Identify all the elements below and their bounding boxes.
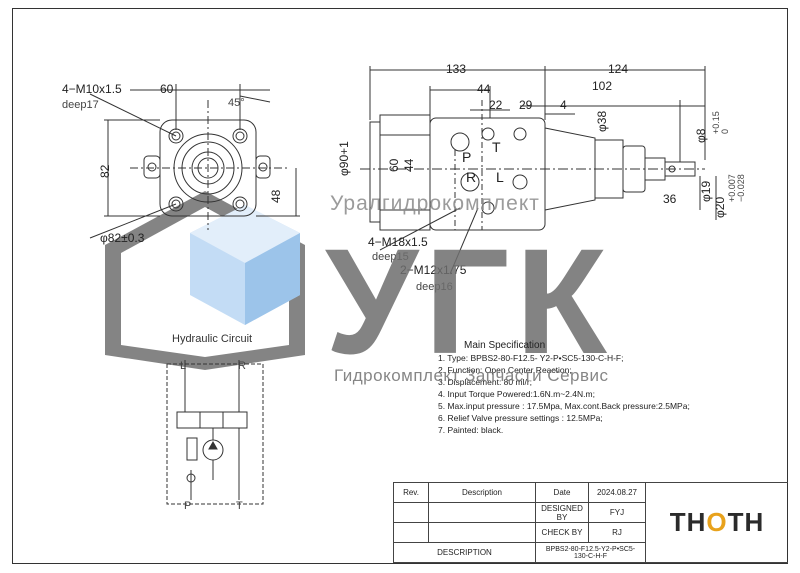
right-view-drawing [360,66,717,275]
thread-m18-depth: deep15 [372,251,409,263]
description-header: Description [428,482,536,503]
blank-cell [393,502,429,523]
hydraulic-title: Hydraulic Circuit [172,333,253,345]
description-label: DESCRIPTION [393,542,536,563]
thread-m18-label: 4−M18x1.5 [368,235,428,249]
hydraulic-circuit-diagram [166,360,264,505]
hydraulic-r-label: R [238,360,246,372]
brand-cell: THOTH [645,482,788,563]
hydraulic-l-label: L [180,360,187,372]
dim-20-tolerance: +0.007 −0.028 [727,174,746,202]
designer-value: FYJ [588,502,646,523]
dim-90-label: φ90+1 [337,141,351,176]
port-p-label: P [462,149,472,165]
spec-item: 5. Max.input pressure : 17.5Mpa, Max.con… [438,401,690,411]
brand-text: THOTH [669,507,765,537]
watermark-bottom-text: Гидрокомплект Запчасти Сервис [334,366,609,385]
angle-45-label: 45° [228,97,245,109]
thread-m12-depth: deep16 [416,281,453,293]
description-value: BPBS2-80-F12.5-Y2-P•SC5-130-C-H-F [535,542,646,563]
blank-cell [393,522,429,543]
dim-20-label: φ20 [713,196,727,218]
dim-22-label: 22 [489,98,503,112]
dim-48-label: 48 [269,189,283,203]
dim-8-label: φ8 [694,128,708,143]
spec-item: 7. Painted: black. [438,425,504,435]
dim-44v-label: 44 [402,158,416,172]
spec-item: 3. Displacement: 80 ml/r; [438,377,533,387]
dim-102-label: 102 [592,79,613,93]
port-r-label: R [466,169,477,185]
dim-133-label: 133 [446,62,467,76]
thread-m10-label: 4−M10x1.5 [62,82,122,96]
drawing-frame [12,8,788,564]
left-view-drawing [89,84,300,239]
date-header: Date [535,482,589,503]
dim-29-label: 29 [519,98,533,112]
date-value: 2024.08.27 [588,482,646,503]
spec-item: 2. Function: Open Center Reaction; [438,365,572,375]
dim-60-label: 60 [160,82,174,96]
spec-item: 1. Type: BPBS2-80-F12.5- Y2-P•SC5-130-C-… [438,353,624,363]
designed-by-label: DESIGNED BY [535,502,589,523]
dim-44-label: 44 [477,82,491,96]
dim-82-label: 82 [98,164,112,178]
dim-124-label: 124 [608,62,629,76]
watermark-big-text: УГК [325,217,613,385]
rev-header: Rev. [393,482,429,503]
dim-36-label: 36 [663,192,677,206]
pcd-label: φ82±0.3 [100,231,145,245]
watermark-top-text: Уралгидрокомплект [330,192,540,215]
brand-logo: THOTH [670,507,765,537]
spec-item: 6. Relief Valve pressure settings : 12.5… [438,413,603,423]
thread-m12-label: 2−M12x1.75 [400,263,467,277]
dim-4-label: 4 [560,98,567,112]
blank-cell [428,502,536,523]
dim-8-tolerance: +0.15 0 [711,111,730,134]
spec-title: Main Specification [464,340,546,351]
title-block: Rev. Description Date 2024.08.27 THOTH D… [393,482,788,563]
port-t-label: T [492,139,501,155]
hydraulic-p-label: P [184,500,192,512]
brand-accent-letter: O [706,507,728,537]
spec-item: 4. Input Torque Powered:1.6N.m~2.4N.m; [438,389,595,399]
blank-cell [428,522,536,543]
dim-60v-label: 60 [387,158,401,172]
check-by-label: CHECK BY [535,522,589,543]
port-l-label: L [496,169,504,185]
watermark-logo-icon [105,191,305,370]
checker-value: RJ [588,522,646,543]
thread-m10-depth: deep17 [62,99,99,111]
hydraulic-t-label: T [236,500,243,512]
dim-19-label: φ19 [699,180,713,202]
dim-38-label: φ38 [595,110,609,132]
